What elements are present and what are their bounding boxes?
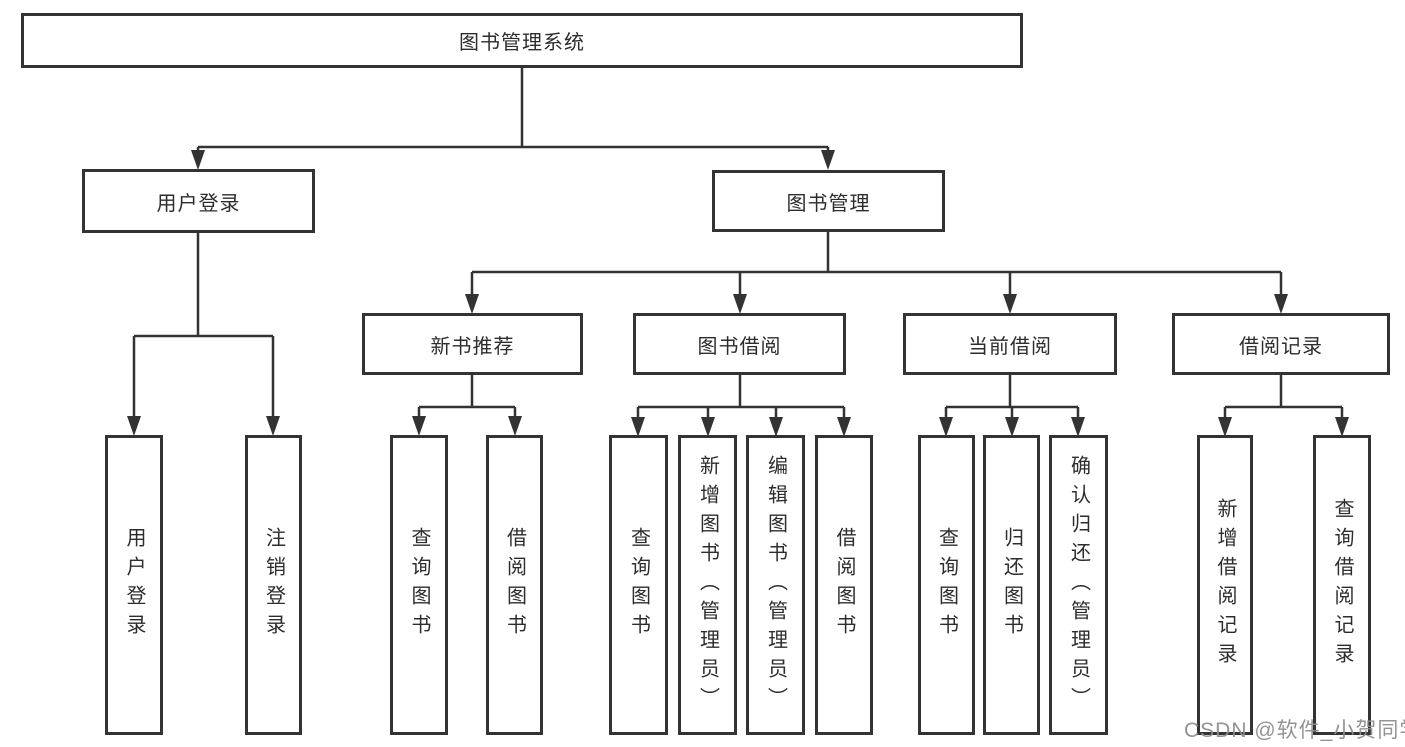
leaf-current-confirm-return-label: 确认归还（管理员）: [1067, 454, 1090, 716]
leaf-logout: 注销登录: [245, 435, 302, 735]
leaf-borrowing-borrow-book: 借阅图书: [815, 435, 873, 735]
node-borrow-records: 借阅记录: [1172, 313, 1390, 375]
node-new-book-recommend: 新书推荐: [362, 313, 583, 375]
leaf-records-query-record: 查询借阅记录: [1313, 435, 1371, 735]
leaf-current-query-book: 查询图书: [918, 435, 975, 735]
leaf-borrowing-borrow-book-label: 借阅图书: [833, 527, 855, 643]
leaf-borrowing-query-book: 查询图书: [609, 435, 668, 735]
leaf-records-query-record-label: 查询借阅记录: [1331, 498, 1353, 672]
leaf-current-return-book: 归还图书: [983, 435, 1040, 735]
leaf-borrowing-add-book: 新增图书（管理员）: [678, 435, 737, 735]
leaf-current-return-book-label: 归还图书: [1000, 527, 1023, 643]
leaf-records-add-record: 新增借阅记录: [1197, 435, 1253, 735]
leaf-recommend-query-book: 查询图书: [390, 435, 448, 735]
node-book-borrowing: 图书借阅: [633, 313, 846, 375]
leaf-recommend-borrow-book-label: 借阅图书: [503, 527, 526, 643]
node-current-borrowing: 当前借阅: [903, 313, 1117, 375]
leaf-user-login: 用户登录: [105, 435, 163, 735]
leaf-current-confirm-return: 确认归还（管理员）: [1049, 435, 1108, 735]
leaf-logout-label: 注销登录: [262, 527, 285, 643]
leaf-records-add-record-label: 新增借阅记录: [1214, 498, 1236, 672]
csdn-watermark: CSDN @软件_小贺同学: [1184, 719, 1405, 742]
leaf-borrowing-edit-book: 编辑图书（管理员）: [746, 435, 805, 735]
leaf-borrowing-add-book-label: 新增图书（管理员）: [696, 454, 719, 716]
leaf-borrowing-query-book-label: 查询图书: [627, 527, 650, 643]
arrowheads: [127, 150, 1349, 437]
node-user-login: 用户登录: [82, 169, 315, 233]
node-root-library-management-system: 图书管理系统: [21, 13, 1023, 68]
leaf-recommend-query-book-label: 查询图书: [408, 527, 430, 643]
leaf-recommend-borrow-book: 借阅图书: [486, 435, 543, 735]
leaf-user-login-label: 用户登录: [123, 527, 145, 643]
leaf-borrowing-edit-book-label: 编辑图书（管理员）: [764, 454, 787, 716]
node-book-management: 图书管理: [712, 170, 945, 232]
leaf-current-query-book-label: 查询图书: [935, 527, 958, 643]
